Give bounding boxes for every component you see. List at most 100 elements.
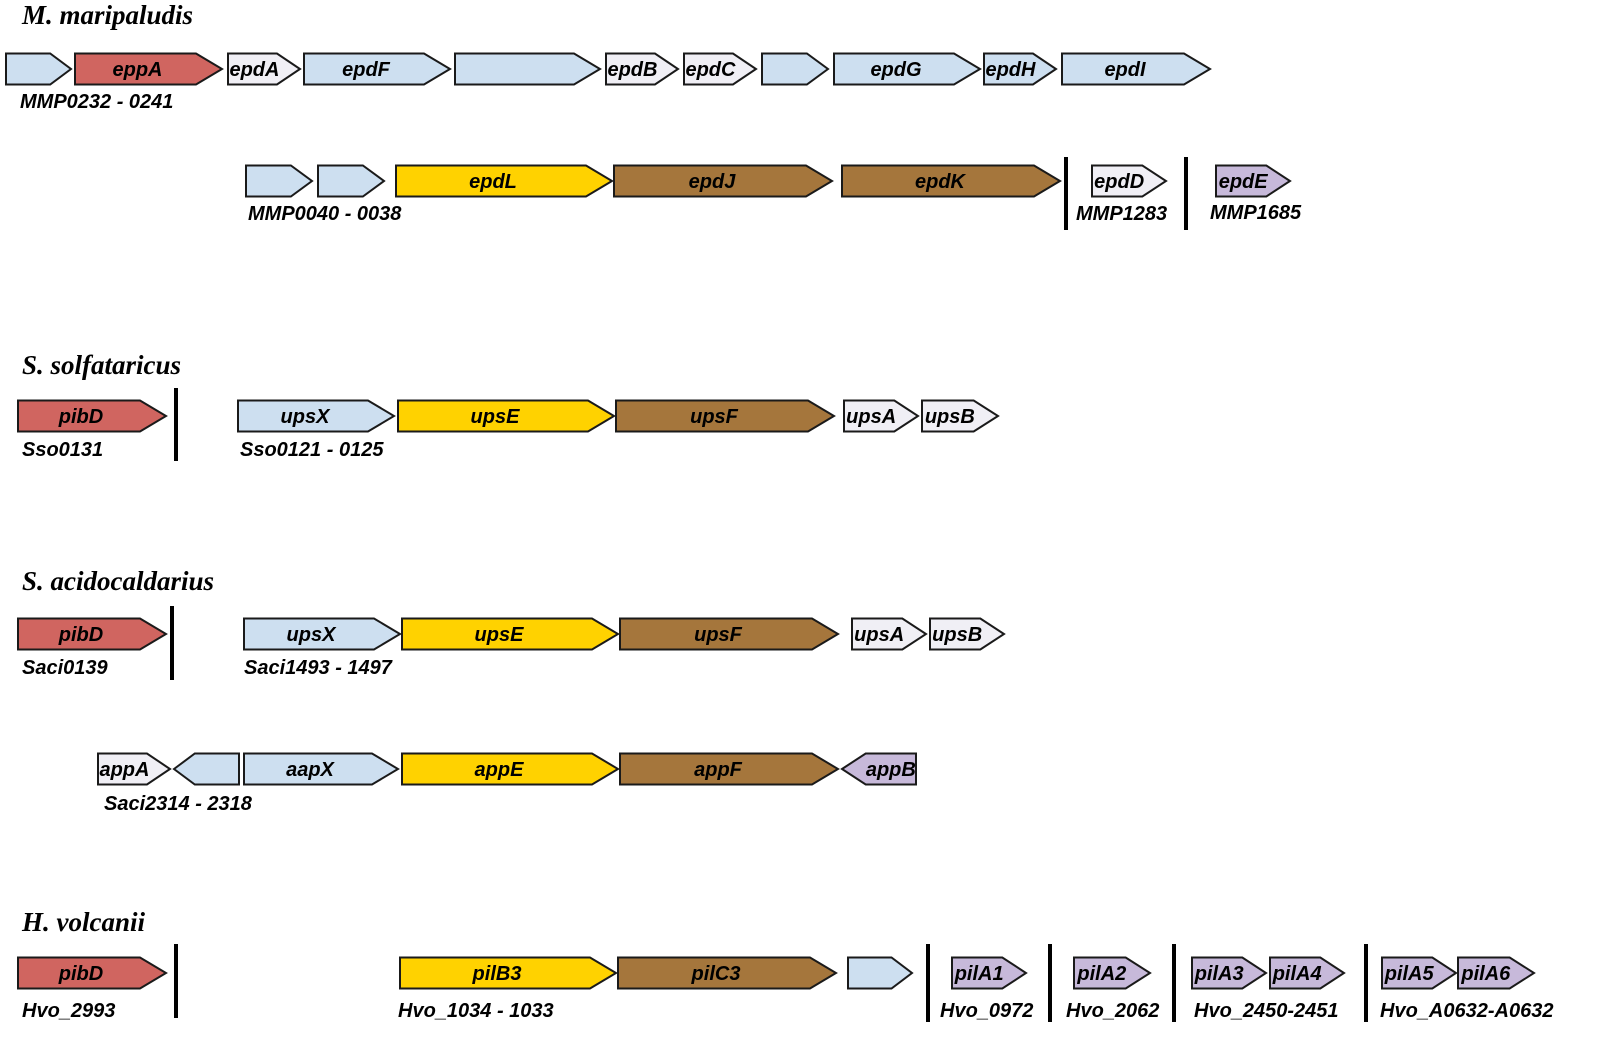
gene-label: appB bbox=[866, 759, 916, 781]
gene-label: pilA1 bbox=[954, 963, 1004, 985]
gene-label: appF bbox=[694, 759, 743, 781]
gene-arrow bbox=[843, 399, 920, 433]
locus-label-hvo-2993: Hvo_2993 bbox=[22, 1000, 115, 1022]
gene-label: pibD bbox=[58, 624, 103, 646]
gene-pilb3: pilB3 bbox=[399, 956, 618, 990]
gene-arrow bbox=[1191, 956, 1268, 990]
gene-arrow bbox=[619, 752, 840, 786]
gene-label: upsF bbox=[690, 406, 739, 428]
gene-label: pilA6 bbox=[1460, 963, 1511, 985]
gene-arrow bbox=[983, 52, 1058, 86]
locus-label-sso0131: Sso0131 bbox=[22, 439, 103, 461]
gene-appb: appB bbox=[840, 752, 917, 786]
gene-arrow bbox=[847, 956, 914, 990]
gene-label: epdI bbox=[1104, 59, 1146, 81]
locus-label-mmp1685: MMP1685 bbox=[1210, 202, 1302, 224]
gene-arrow bbox=[617, 956, 838, 990]
gene-appf: appF bbox=[619, 752, 840, 786]
gene-pibd: pibD bbox=[17, 399, 168, 433]
gene-label: epdD bbox=[1094, 171, 1144, 193]
gene-upsx: upsX bbox=[243, 617, 402, 651]
gene-pila4: pilA4 bbox=[1269, 956, 1346, 990]
gene-epda: epdA bbox=[227, 52, 302, 86]
gene-arrow bbox=[1061, 52, 1212, 86]
gene-arrow bbox=[1269, 956, 1346, 990]
gene-label: appE bbox=[475, 759, 525, 781]
gene-label: pilA4 bbox=[1272, 963, 1322, 985]
gene-label: epdA bbox=[229, 59, 279, 81]
gene-label: pibD bbox=[58, 963, 103, 985]
organism-title-m-maripaludis: M. maripaludis bbox=[21, 0, 193, 30]
gene-upsx: upsX bbox=[237, 399, 396, 433]
gene-arrow bbox=[303, 52, 452, 86]
gene-unlabeled bbox=[761, 52, 830, 86]
gene-arrow bbox=[761, 52, 830, 86]
gene-label: appA bbox=[99, 759, 149, 781]
gene-aapx: aapX bbox=[243, 752, 400, 786]
gene-epdc: epdC bbox=[683, 52, 758, 86]
gene-upsa: upsA bbox=[843, 399, 920, 433]
gene-arrow bbox=[1457, 956, 1536, 990]
gene-upse: upsE bbox=[397, 399, 616, 433]
gene-label: epdC bbox=[685, 59, 736, 81]
gene-arrow bbox=[619, 617, 840, 651]
gene-arrow bbox=[227, 52, 302, 86]
gene-label: upsX bbox=[287, 624, 338, 646]
gene-arrow bbox=[17, 956, 168, 990]
gene-arrow bbox=[851, 617, 928, 651]
gene-pila6: pilA6 bbox=[1457, 956, 1536, 990]
gene-epde: epdE bbox=[1215, 164, 1292, 198]
locus-label-hvo-2062: Hvo_2062 bbox=[1066, 1000, 1159, 1022]
gene-label: pibD bbox=[58, 406, 103, 428]
organism-title-s-solfataricus: S. solfataricus bbox=[22, 350, 181, 380]
gene-arrow bbox=[605, 52, 680, 86]
gene-label: pilA3 bbox=[1194, 963, 1244, 985]
gene-label: epdJ bbox=[689, 171, 737, 193]
gene-arrow bbox=[243, 752, 400, 786]
locus-label-mmp0232-0241: MMP0232 - 0241 bbox=[20, 91, 173, 113]
gene-epdk: epdK bbox=[841, 164, 1062, 198]
gene-arrow bbox=[317, 164, 386, 198]
gene-arrow bbox=[97, 752, 172, 786]
gene-arrow bbox=[951, 956, 1028, 990]
gene-label: pilA5 bbox=[1384, 963, 1435, 985]
gene-label: epdK bbox=[915, 171, 967, 193]
organism-title-s-acidocaldarius: S. acidocaldarius bbox=[22, 566, 214, 596]
gene-arrow bbox=[17, 399, 168, 433]
gene-arrow bbox=[401, 617, 620, 651]
gene-arrow bbox=[17, 617, 168, 651]
gene-label: upsA bbox=[854, 624, 904, 646]
gene-arrow bbox=[74, 52, 224, 86]
gene-pibd: pibD bbox=[17, 617, 168, 651]
gene-upsf: upsF bbox=[615, 399, 836, 433]
gene-eppa: eppA bbox=[74, 52, 224, 86]
gene-label: epdH bbox=[985, 59, 1036, 81]
locus-label-mmp1283: MMP1283 bbox=[1076, 203, 1167, 225]
gene-epdf: epdF bbox=[303, 52, 452, 86]
gene-pila2: pilA2 bbox=[1073, 956, 1152, 990]
gene-arrow bbox=[833, 52, 982, 86]
gene-label: epdL bbox=[469, 171, 517, 193]
gene-unlabeled bbox=[454, 52, 602, 86]
locus-label-sso0121-0125: Sso0121 - 0125 bbox=[240, 439, 384, 461]
gene-arrow bbox=[1091, 164, 1168, 198]
gene-upsb: upsB bbox=[921, 399, 1000, 433]
gene-epdl: epdL bbox=[395, 164, 614, 198]
locus-label-hvo-1034-1033: Hvo_1034 - 1033 bbox=[398, 1000, 554, 1022]
gene-epdi: epdI bbox=[1061, 52, 1212, 86]
gene-arrow bbox=[613, 164, 834, 198]
gene-arrow bbox=[840, 752, 917, 786]
gene-arrow bbox=[243, 617, 402, 651]
gene-label: upsE bbox=[475, 624, 525, 646]
locus-label-saci0139: Saci0139 bbox=[22, 657, 109, 679]
gene-arrow bbox=[399, 956, 618, 990]
gene-unlabeled bbox=[5, 52, 73, 86]
gene-arrow bbox=[929, 617, 1006, 651]
gene-arrow bbox=[401, 752, 620, 786]
gene-label: upsA bbox=[846, 406, 896, 428]
gene-arrow bbox=[1215, 164, 1292, 198]
gene-label: upsB bbox=[925, 406, 975, 428]
gene-arrow bbox=[237, 399, 396, 433]
gene-epdh: epdH bbox=[983, 52, 1058, 86]
